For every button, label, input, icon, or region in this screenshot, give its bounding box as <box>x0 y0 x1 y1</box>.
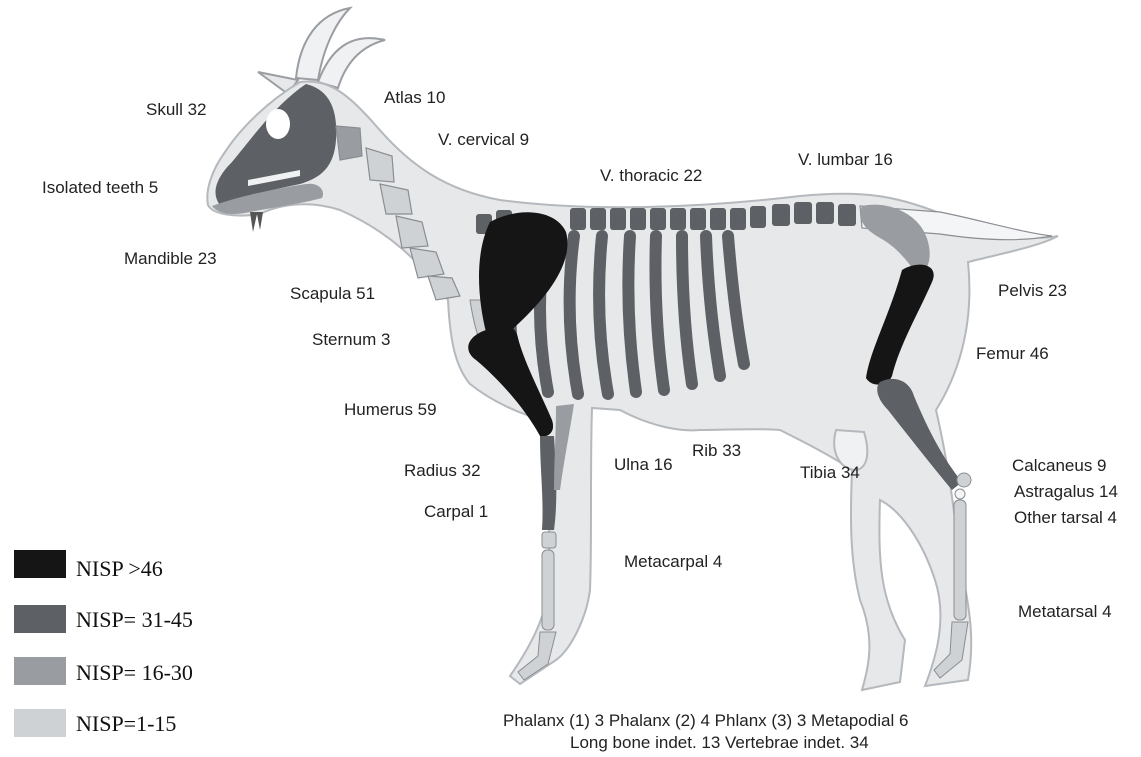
label-tibia: Tibia 34 <box>800 464 860 481</box>
label-isolated-teeth: Isolated teeth 5 <box>42 179 158 196</box>
label-v-thoracic: V. thoracic 22 <box>600 167 702 184</box>
label-mandible: Mandible 23 <box>124 250 217 267</box>
label-rib: Rib 33 <box>692 442 741 459</box>
bone-metacarpal <box>542 550 554 630</box>
label-carpal: Carpal 1 <box>424 503 488 520</box>
label-calcaneus: Calcaneus 9 <box>1012 457 1107 474</box>
label-sternum: Sternum 3 <box>312 331 390 348</box>
legend-swatch-nisp-over-46 <box>14 550 66 578</box>
label-atlas: Atlas 10 <box>384 89 445 106</box>
label-pelvis: Pelvis 23 <box>998 282 1067 299</box>
label-femur: Femur 46 <box>976 345 1049 362</box>
label-other-tarsal: Other tarsal 4 <box>1014 509 1117 526</box>
legend-label-nisp-16-30: NISP= 16-30 <box>76 662 193 684</box>
label-astragalus: Astragalus 14 <box>1014 483 1118 500</box>
beard <box>250 212 263 232</box>
bone-metatarsal <box>954 500 966 620</box>
label-radius: Radius 32 <box>404 462 481 479</box>
footer-line-2: Long bone indet. 13 Vertebrae indet. 34 <box>570 734 869 751</box>
label-humerus: Humerus 59 <box>344 401 437 418</box>
label-metacarpal: Metacarpal 4 <box>624 553 722 570</box>
label-skull: Skull 32 <box>146 101 206 118</box>
eye-orbit <box>266 109 290 139</box>
label-v-cervical: V. cervical 9 <box>438 131 529 148</box>
bone-calcaneus <box>957 473 971 487</box>
label-metatarsal: Metatarsal 4 <box>1018 603 1112 620</box>
bone-radius <box>540 436 556 530</box>
legend-swatch-nisp-1-15 <box>14 709 66 737</box>
label-ulna: Ulna 16 <box>614 456 673 473</box>
legend-swatch-nisp-16-30 <box>14 657 66 685</box>
label-v-lumbar: V. lumbar 16 <box>798 151 893 168</box>
bone-astragalus <box>955 489 965 499</box>
legend-label-nisp-over-46: NISP >46 <box>76 558 163 580</box>
legend-swatch-nisp-31-45 <box>14 605 66 633</box>
bone-carpal <box>542 532 556 548</box>
footer-line-1: Phalanx (1) 3 Phalanx (2) 4 Phlanx (3) 3… <box>503 712 908 729</box>
legend-label-nisp-1-15: NISP=1-15 <box>76 713 176 735</box>
legend-label-nisp-31-45: NISP= 31-45 <box>76 609 193 631</box>
label-scapula: Scapula 51 <box>290 285 375 302</box>
